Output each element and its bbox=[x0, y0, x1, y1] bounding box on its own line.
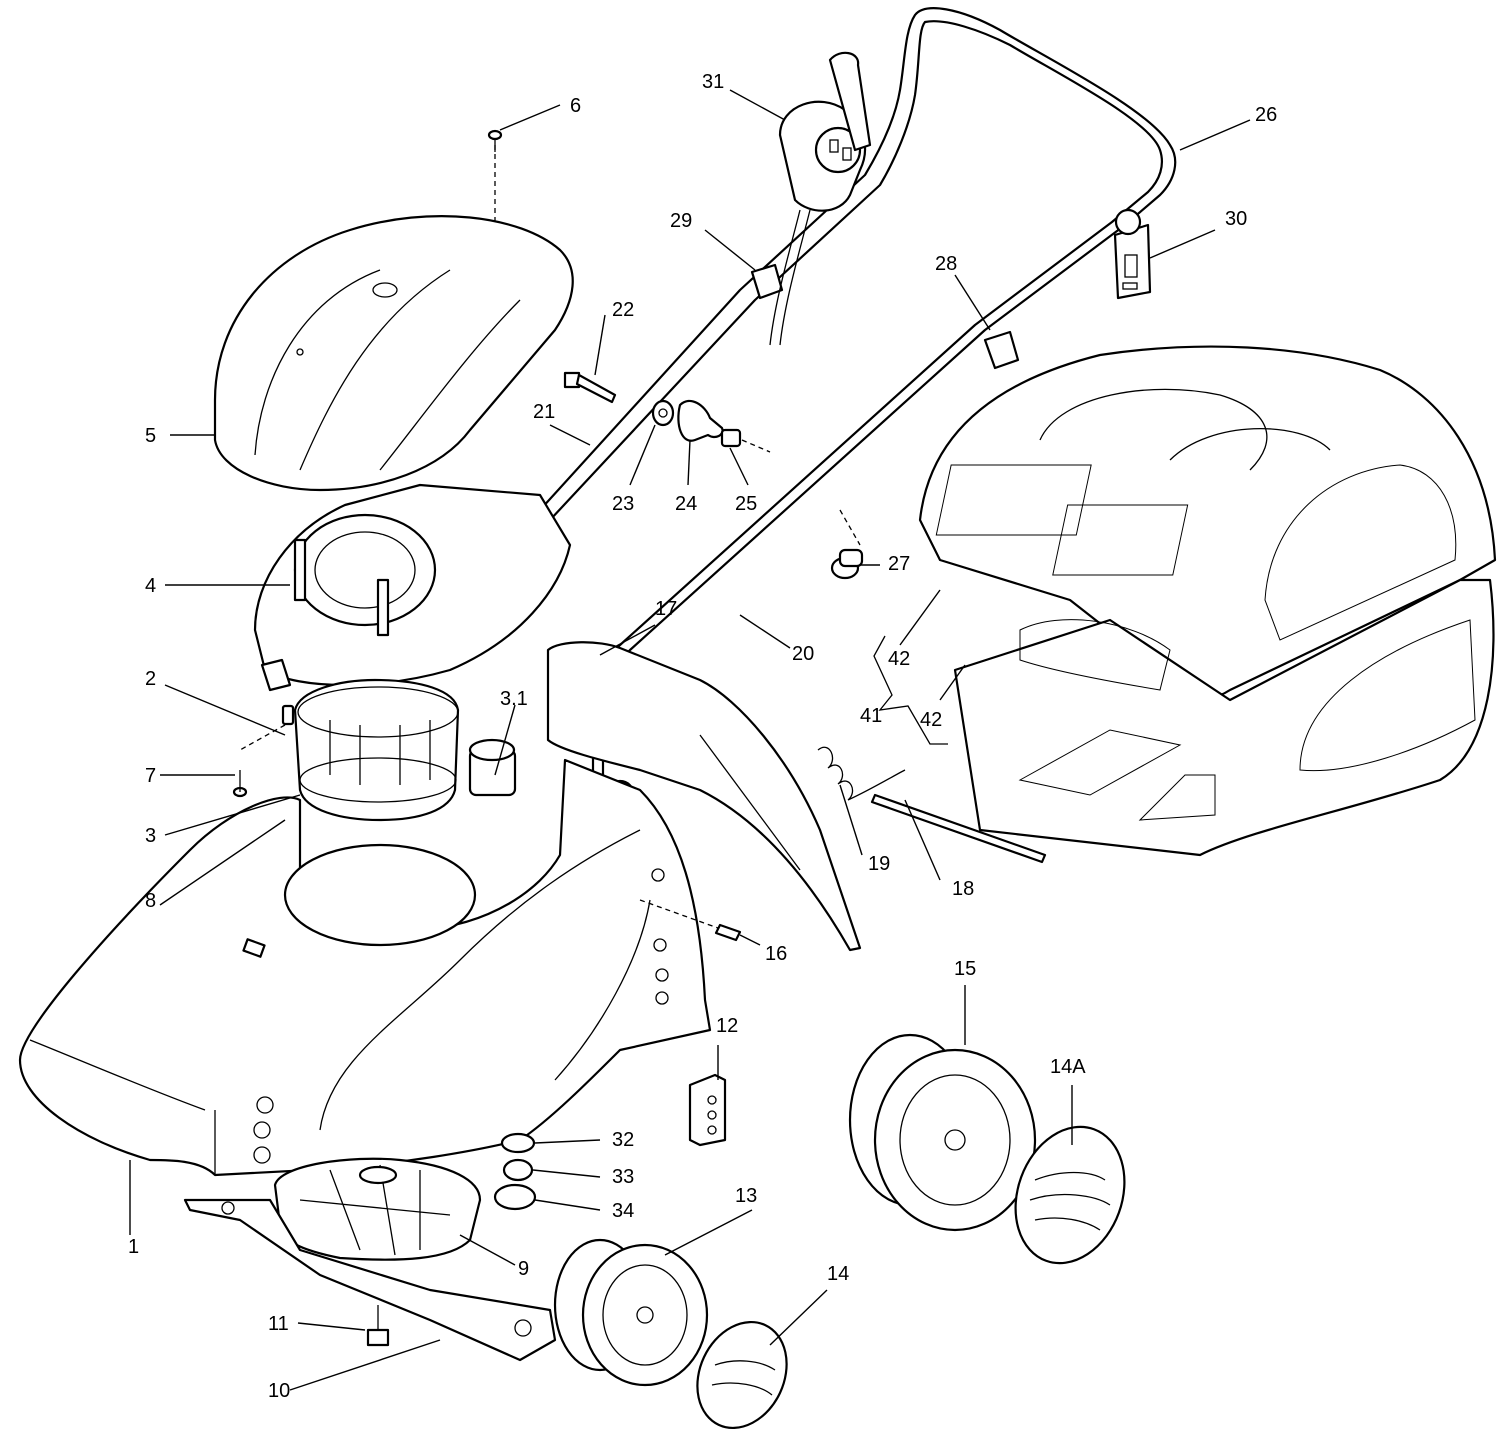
rear-flap-17 bbox=[546, 641, 862, 952]
label-25: 25 bbox=[735, 493, 757, 515]
washer-23 bbox=[651, 399, 675, 427]
wheel-cap-14 bbox=[696, 1320, 788, 1430]
cable-holder-30 bbox=[1113, 208, 1152, 300]
switch-box-31 bbox=[769, 51, 872, 346]
label-11: 11 bbox=[268, 1313, 289, 1335]
fan-9 bbox=[273, 1157, 482, 1261]
label-7: 7 bbox=[145, 765, 156, 787]
label-34: 34 bbox=[612, 1200, 634, 1222]
label-17: 17 bbox=[655, 598, 677, 620]
label-8: 8 bbox=[145, 890, 156, 912]
label-13: 13 bbox=[735, 1185, 757, 1207]
label-14A: 14A bbox=[1050, 1056, 1086, 1078]
label-3: 3 bbox=[145, 825, 156, 847]
label-3.1: 3.1 bbox=[500, 688, 528, 710]
label-5: 5 bbox=[145, 425, 156, 447]
label-26: 26 bbox=[1255, 104, 1277, 126]
label-19: 19 bbox=[868, 853, 890, 875]
rear-wheel-15 bbox=[848, 1033, 1037, 1232]
label-23: 23 bbox=[612, 493, 634, 515]
label-28: 28 bbox=[935, 253, 957, 275]
label-12: 12 bbox=[716, 1015, 738, 1037]
part-labels: 1 2 3 3.1 4 5 6 7 8 9 10 11 12 13 14 14A… bbox=[128, 71, 1277, 1402]
label-21: 21 bbox=[533, 401, 555, 423]
grass-box-bracket-41 bbox=[873, 635, 948, 745]
label-30: 30 bbox=[1225, 208, 1247, 230]
label-9: 9 bbox=[518, 1258, 529, 1280]
label-16: 16 bbox=[765, 943, 787, 965]
wing-knob-24 bbox=[677, 399, 724, 442]
label-33: 33 bbox=[612, 1166, 634, 1188]
grass-box-bottom-42 bbox=[953, 578, 1495, 857]
label-24: 24 bbox=[675, 493, 697, 515]
motor-3 bbox=[293, 678, 460, 822]
label-27: 27 bbox=[888, 553, 910, 575]
spring-19 bbox=[817, 746, 906, 801]
label-14: 14 bbox=[827, 1263, 849, 1285]
screw-16 bbox=[639, 899, 742, 942]
bolt-22 bbox=[563, 371, 617, 404]
grass-box-top-42 bbox=[918, 345, 1497, 699]
label-41: 41 bbox=[860, 705, 882, 727]
motor-cover-4 bbox=[253, 483, 572, 692]
spacer-32 bbox=[500, 1132, 536, 1154]
label-18: 18 bbox=[952, 878, 974, 900]
leader-lines bbox=[129, 89, 1251, 1391]
rod-18 bbox=[870, 793, 1047, 864]
screw-7 bbox=[232, 770, 248, 798]
spacer-34 bbox=[493, 1183, 537, 1211]
label-10: 10 bbox=[268, 1380, 290, 1402]
label-42-top: 42 bbox=[888, 648, 910, 670]
nut-25 bbox=[720, 428, 771, 453]
label-42-bottom: 42 bbox=[920, 709, 942, 731]
hood-5 bbox=[213, 145, 574, 492]
bolt-11 bbox=[366, 1305, 390, 1347]
label-20: 20 bbox=[792, 643, 814, 665]
label-29: 29 bbox=[670, 210, 692, 232]
spacer-33 bbox=[502, 1158, 534, 1182]
cable-clip-28 bbox=[983, 330, 1020, 370]
capacitor-3.1 bbox=[468, 738, 517, 797]
screw-6 bbox=[487, 129, 503, 152]
label-4: 4 bbox=[145, 575, 156, 597]
label-22: 22 bbox=[612, 299, 634, 321]
label-2: 2 bbox=[145, 668, 156, 690]
label-1: 1 bbox=[128, 1236, 139, 1258]
label-31: 31 bbox=[702, 71, 724, 93]
label-32: 32 bbox=[612, 1129, 634, 1151]
deck-1 bbox=[18, 758, 712, 1177]
cable-clip-29 bbox=[750, 263, 784, 300]
label-15: 15 bbox=[954, 958, 976, 980]
plug-27 bbox=[830, 509, 864, 580]
bracket-12 bbox=[688, 1073, 727, 1147]
wheel-cap-14A bbox=[1014, 1125, 1126, 1265]
label-6: 6 bbox=[570, 95, 581, 117]
front-wheel-13 bbox=[553, 1238, 709, 1387]
screw-2 bbox=[239, 704, 295, 751]
blade-10 bbox=[183, 1198, 557, 1362]
